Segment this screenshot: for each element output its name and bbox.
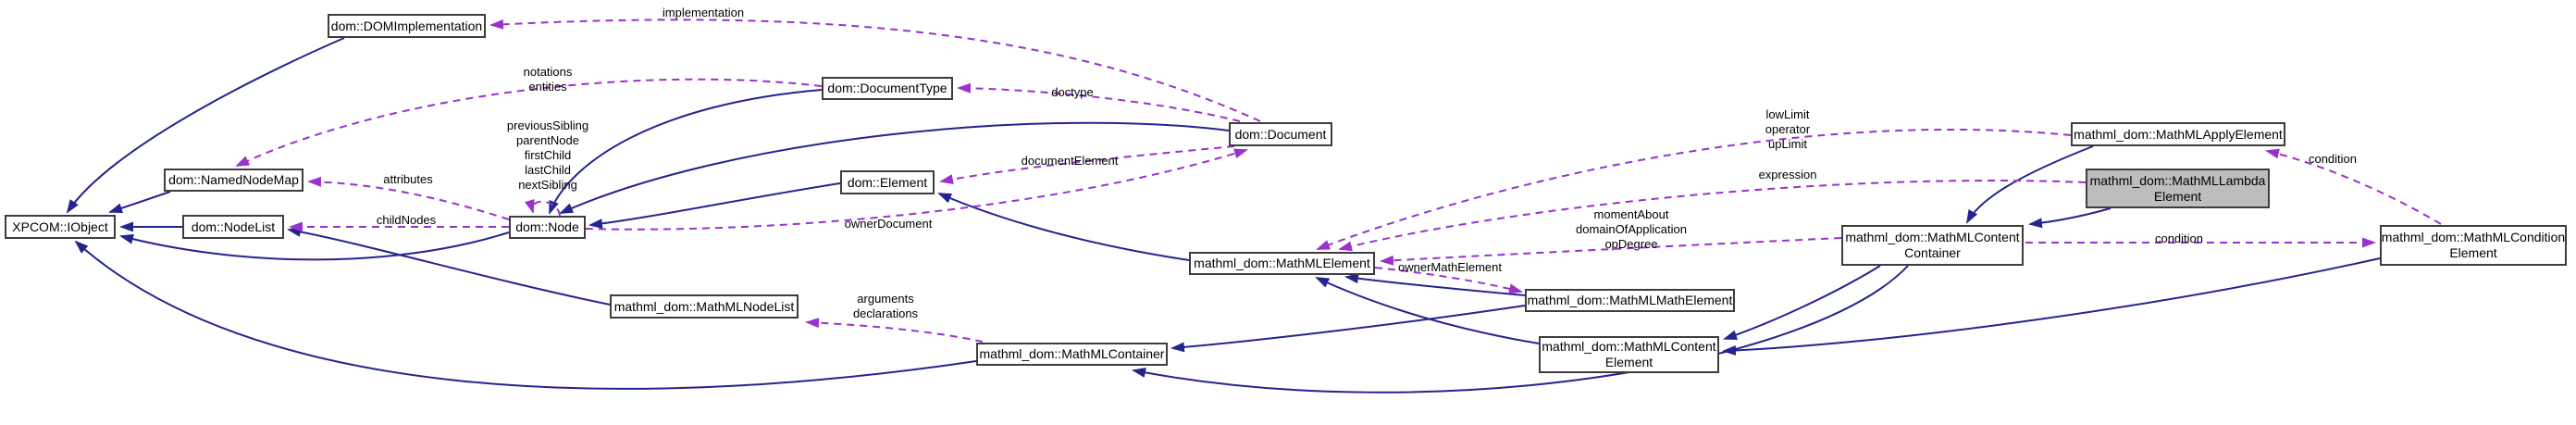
edge-label-ownerdocument: ownerDocument (844, 217, 933, 231)
edge-usage-attributes (307, 176, 510, 220)
edge-usage-node-selfloop (525, 198, 561, 217)
edge-inherit-mathmlcontentcontainer-mathmlcontentelement (1723, 265, 1881, 341)
edge-label-implementation: implementation (662, 6, 745, 19)
edge-inherit-mathmllambdaelement-mathmlcontentcontainer (2028, 207, 2112, 229)
class-box-xpcom-iobject[interactable]: XPCOM::IObject (5, 215, 116, 239)
edge-usage-ownermathelement (1374, 267, 1523, 294)
class-box-mathmlnodelist[interactable]: mathml_dom::MathMLNodeList (610, 294, 799, 319)
edge-label-lowlimit-operator-uplimit: lowLimit operator upLimit (1765, 107, 1811, 151)
edge-label-condition-apply: condition (2308, 152, 2358, 166)
edge-label-doctype: doctype (1051, 85, 1094, 99)
edge-usage-arguments-declarations (805, 318, 984, 343)
edge-inherit-mathmlcontentcontainer-mathmlcontainer (1132, 265, 1909, 394)
class-box-dom-document[interactable]: dom::Document (1229, 122, 1332, 146)
class-box-mathmlelement[interactable]: mathml_dom::MathMLElement (1189, 252, 1375, 275)
edge-inherit-mathmlconditionelement-mathmlcontentelement (1722, 257, 2381, 356)
edge-label-attributes: attributes (383, 172, 433, 186)
class-box-dom-domimplementation[interactable]: dom::DOMImplementation (328, 14, 486, 38)
edge-inherit-mathmlapplyelement-mathmlcontentcontainer (1966, 145, 2094, 224)
edge-inherit-document-node (559, 121, 1230, 214)
edge-usage-lowlimit-operator-uplimit (1316, 128, 2072, 250)
edge-usage-condition-apply (2265, 148, 2442, 225)
edge-label-expression: expression (1758, 168, 1817, 181)
class-box-mathmlapplyelement[interactable]: mathml_dom::MathMLApplyElement (2071, 122, 2285, 146)
edge-usage-notations-entities (235, 78, 823, 167)
edge-label-condition-content: condition (2154, 231, 2204, 245)
edge-inherit-mathmlnodelist-nodelist (287, 226, 611, 306)
edge-inherit-node-iobject (119, 231, 510, 261)
edge-label-momentabout-domain-opdegree: momentAbout domainOfApplication opDegree (1576, 207, 1687, 251)
edge-label-sibling-members: previousSibling parentNode firstChild la… (506, 119, 589, 192)
edge-label-arguments-declarations: arguments declarations (852, 292, 919, 320)
edge-label-ownermathelement: ownerMathElement (1398, 260, 1502, 274)
class-box-dom-nodelist[interactable]: dom::NodeList (182, 215, 284, 239)
class-box-dom-element[interactable]: dom::Element (840, 170, 935, 194)
edge-label-documentelement: documentElement (1021, 154, 1119, 168)
edge-label-notations-entities: notations entities (523, 65, 573, 94)
class-box-dom-namednodemap[interactable]: dom::NamedNodeMap (164, 169, 303, 192)
edge-usage-documentelement (939, 145, 1235, 184)
edge-inherit-mathmlelement-element (937, 193, 1190, 261)
edge-inherit-element-node (588, 182, 841, 230)
edge-usage-expression (1338, 180, 2087, 252)
edge-usage-implementation (489, 19, 1261, 122)
edge-inherit-mathmlmathelement-mathmlelement (1344, 273, 1526, 296)
class-box-mathmlcontainer[interactable]: mathml_dom::MathMLContainer (976, 343, 1168, 366)
edge-inherit-mathmlcontainer-iobject (74, 240, 977, 390)
edge-inherit-namednodemap-iobject (108, 191, 171, 214)
class-box-mathmlmathelement[interactable]: mathml_dom::MathMLMathElement (1525, 289, 1735, 312)
class-box-dom-documenttype[interactable]: dom::DocumentType (822, 77, 953, 100)
edge-inherit-mathmlmathelement-mathmlcontainer (1170, 305, 1526, 353)
edge-inherit-documenttype-node (549, 89, 823, 215)
edge-usage-doctype (957, 82, 1241, 122)
edge-label-childnodes: childNodes (376, 213, 437, 227)
edge-inherit-domimplementation-iobject (66, 37, 345, 214)
edge-inherit-mathmlcontentelement-mathmlelement (1315, 277, 1540, 344)
edge-usage-momentabout-domain-opdegree (1380, 237, 1842, 266)
class-box-dom-node[interactable]: dom::Node (509, 216, 586, 239)
edge-usage-ownerdocument (585, 148, 1248, 231)
